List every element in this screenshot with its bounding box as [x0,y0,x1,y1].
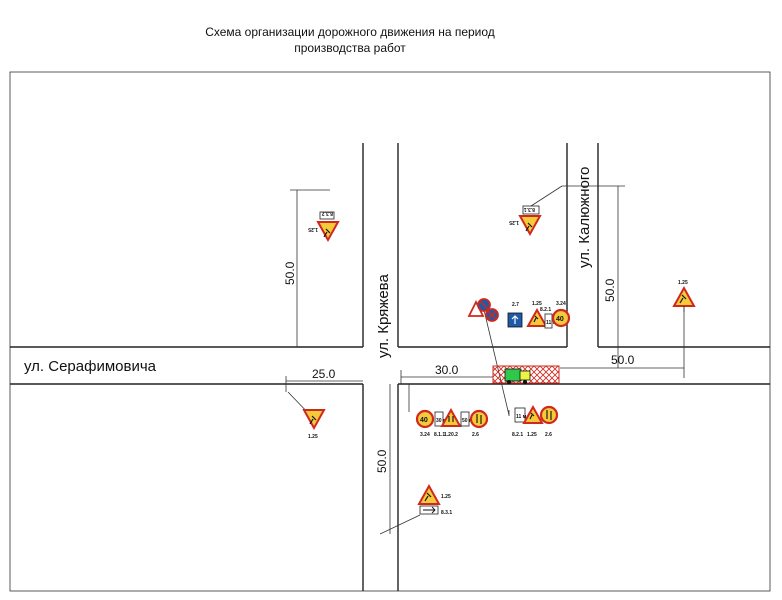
priority-oncoming-icon [539,405,559,425]
sign-code: 1.25 [509,219,519,225]
warning-sign-w: 1.25 [302,409,326,440]
street-label-kaluzhnogo: ул. Калюжного [576,167,593,268]
plate-code: 8.3.1 [441,510,452,516]
sign-code: 1.25 [308,434,318,440]
plate-distance: 30 м [436,418,447,424]
sign-code: 1.25 [308,226,318,232]
plate-length: 11 м [546,320,557,326]
sign-code: 3.24 [420,432,430,438]
dimension-label: 50.0 [283,261,297,285]
dimension-label: 50.0 [375,449,389,473]
sign-code: 1.25 [532,301,542,307]
street-label-kryazheva: ул. Кряжева [375,274,392,358]
priority-oncoming-icon [469,409,489,429]
sign-code: 1.25 [678,280,688,286]
sign-code: 1.25 [441,494,451,500]
sign-code: 1.20.2 [444,432,458,438]
sign-code: 2.7 [512,302,519,308]
plate-length: 11 м [516,414,527,420]
dimension-label: 25.0 [312,367,336,381]
leader-line [530,185,563,207]
map-frame [9,71,771,592]
diagram-title: Схема организации дорожного движения на … [0,24,700,56]
plate-code: 8.3.2 [322,210,333,216]
title-line-2: производства работ [294,41,406,55]
speed-limit-value: 40 [556,316,564,323]
title-line-1: Схема организации дорожного движения на … [205,25,495,39]
dimension-label: 50.0 [603,278,617,302]
sign-code: 3.24 [556,301,566,307]
sign-code: 8.2.1 [512,432,523,438]
dimension-label: 50.0 [611,353,635,367]
speed-limit-icon [415,409,435,429]
sign-code: 1.25 [527,432,537,438]
road-narrows-triangle-icon [440,407,462,427]
sign-group-bottom: 40 3.24 30 м 8.1.1 1.20.2 50 м 2.6 11 м … [408,384,559,438]
speed-limit-value: 40 [420,417,428,424]
plate-distance: 50 м [462,418,473,424]
road-works-triangle-icon [302,409,326,431]
warning-sign-s: 1.25 8.3.1 [417,483,452,516]
sign-code: 2.6 [472,432,479,438]
sign-code: 8.2.1 [540,307,551,313]
sign-group-top: 2.7 1.25 8.2.1 11 м 40 3.24 [467,298,571,329]
warning-sign-ne: 1.25 [672,280,696,312]
leader-line [483,309,510,416]
sign-code: 2.6 [545,432,552,438]
plate-code: 8.3.1 [524,206,535,212]
street-label-serafimovicha: ул. Серафимовича [24,358,157,375]
road-machinery-icon [504,368,531,384]
sign-code: 8.1.1 [434,432,445,438]
leader-line [379,514,421,535]
speed-limit-icon [551,308,571,328]
warning-sign-n: 8.3.1 1.25 [509,205,542,237]
warning-sign-nw: 8.3.2 1.25 [308,210,340,243]
dimension-label: 30.0 [435,363,459,377]
